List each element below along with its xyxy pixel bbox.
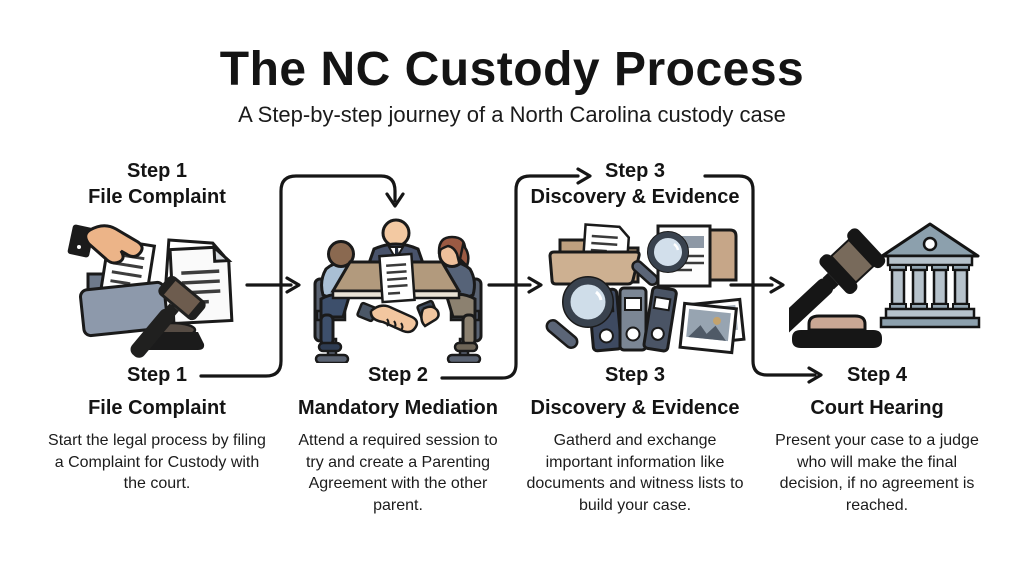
folder-front-flap	[79, 280, 169, 338]
agreement-document-icon	[378, 252, 416, 304]
step3-kicker: Step 3	[604, 364, 666, 386]
step1-name: File Complaint	[88, 397, 226, 419]
connector-step3-to-step4	[703, 174, 817, 377]
arrowhead-icons-3-4	[769, 276, 785, 294]
step4-description: Present your case to a judge who will ma…	[775, 432, 979, 514]
hand-icon	[67, 224, 144, 265]
top-label-step3-step: Step 3	[604, 160, 666, 182]
magnifier-large-icon	[545, 276, 614, 349]
top-label-step1: Step 1 File Complaint	[35, 158, 279, 210]
step3-description: Gatherd and exchange important informati…	[526, 432, 744, 514]
arrowhead-icons-2-3	[527, 276, 543, 294]
step4-kicker: Step 4	[846, 364, 908, 386]
connector-step1-to-step2	[199, 174, 397, 378]
gavel-icon	[130, 275, 206, 358]
discovery-evidence-icon	[545, 223, 746, 355]
page-subtitle: A Step-by-step journey of a North Caroli…	[238, 102, 786, 127]
evidence-folder-icon	[548, 223, 641, 286]
arrowhead-right-step4	[807, 366, 823, 384]
top-label-step3-name: Discovery & Evidence	[530, 186, 740, 208]
court-hearing-icon	[789, 222, 981, 348]
step2-name: Mandatory Mediation	[297, 397, 498, 419]
photos-icon	[678, 297, 746, 355]
file-complaint-icon	[67, 224, 234, 358]
step3-name: Discovery & Evidence	[530, 397, 740, 419]
step-column-3: Step 3 Discovery & Evidence Gatherd and …	[513, 362, 757, 516]
top-label-step3: Step 3 Discovery & Evidence	[513, 158, 757, 210]
handshake-icon	[356, 299, 440, 334]
courthouse-icon	[879, 222, 981, 329]
arrowhead-icons-1-2	[285, 276, 301, 294]
step2-description: Attend a required session to try and cre…	[298, 432, 498, 514]
arrowhead-right-step3	[576, 167, 592, 185]
step-column-2: Step 2 Mandatory Mediation Attend a requ…	[276, 362, 520, 516]
step-column-1: Step 1 File Complaint Start the legal pr…	[35, 362, 279, 495]
sound-block-icon	[792, 314, 882, 348]
mediation-session-icon	[313, 218, 483, 363]
gavel-icon	[789, 228, 886, 340]
magnifier-small-icon	[631, 231, 689, 286]
step1-kicker: Step 1	[126, 364, 188, 386]
step2-kicker: Step 2	[367, 364, 429, 386]
page-title: The NC Custody Process	[219, 43, 805, 96]
top-label-step1-step: Step 1	[126, 160, 188, 182]
step4-name: Court Hearing	[810, 397, 944, 419]
step-column-4: Step 4 Court Hearing Present your case t…	[755, 362, 999, 516]
top-label-step1-name: File Complaint	[88, 186, 226, 208]
step1-description: Start the legal process by filing a Comp…	[48, 432, 266, 492]
connector-step2-to-step3	[440, 174, 580, 380]
arrowhead-down-step2	[385, 192, 405, 208]
